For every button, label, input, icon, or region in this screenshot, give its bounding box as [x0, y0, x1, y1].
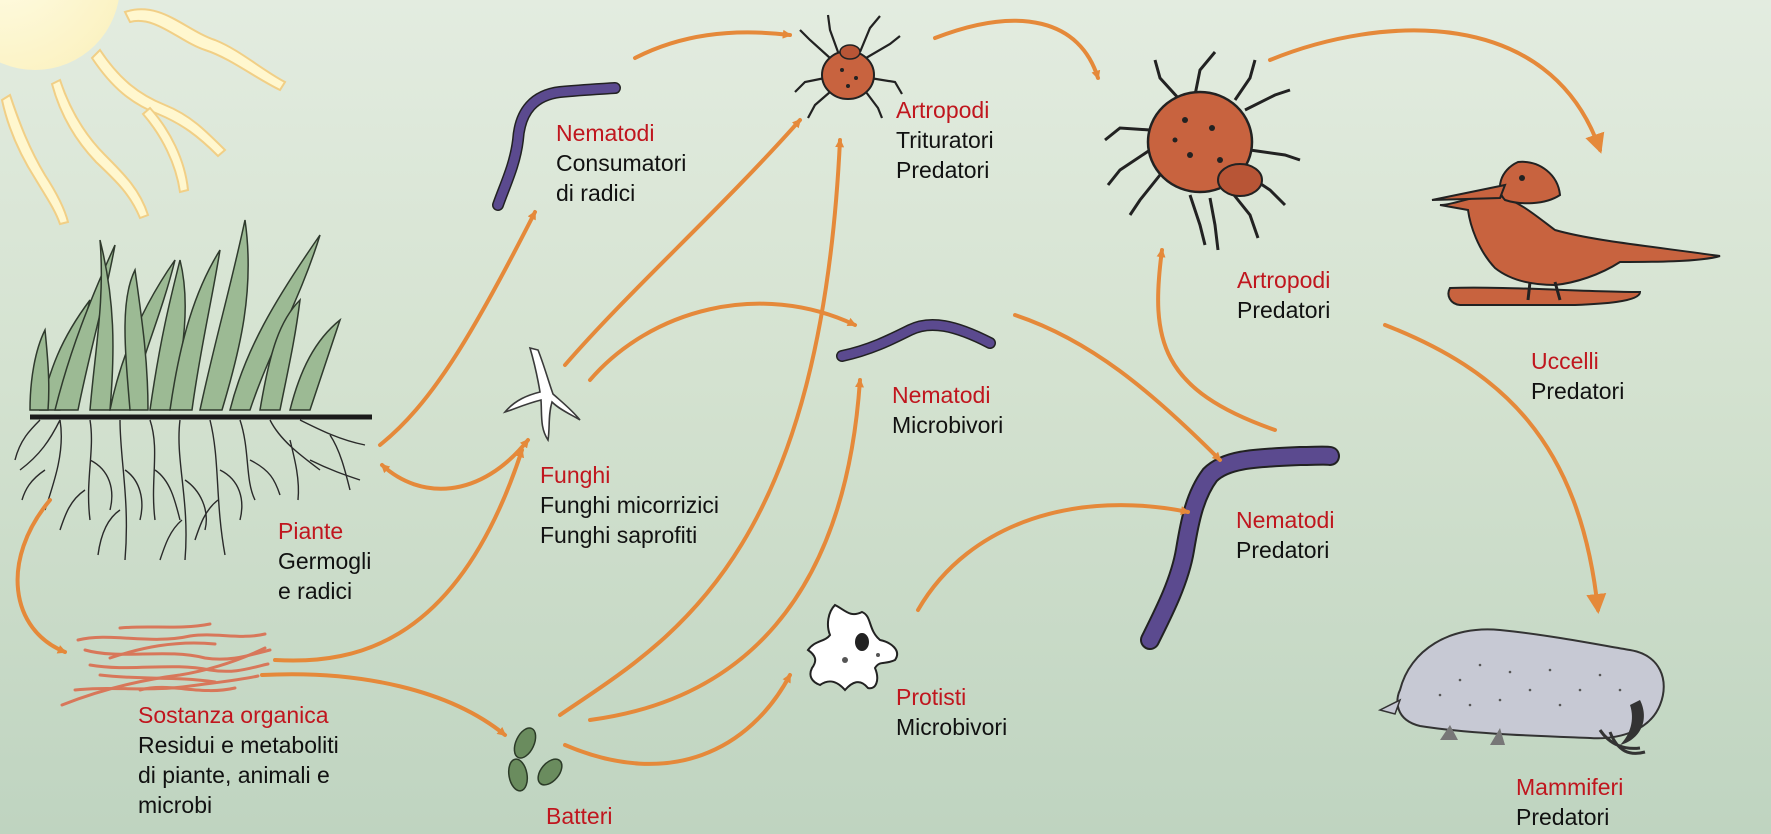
node-desc: Funghi micorrizici	[540, 490, 719, 520]
label-mammiferi: Mammiferi Predatori	[1516, 772, 1623, 832]
node-desc: Consumatori	[556, 148, 686, 178]
node-desc: Microbivori	[896, 712, 1007, 742]
node-desc: Germogli	[278, 546, 371, 576]
node-title: Nematodi	[1236, 505, 1334, 535]
arrow	[382, 440, 528, 489]
bacteria-icon	[506, 725, 566, 793]
node-title: Nematodi	[556, 118, 686, 148]
mite-icon	[795, 15, 902, 118]
node-desc: Predatori	[1531, 376, 1624, 406]
node-title: Nematodi	[892, 380, 1003, 410]
arrow	[935, 21, 1098, 78]
node-desc: Predatori	[1236, 535, 1334, 565]
bird-icon	[1432, 162, 1720, 305]
arrow	[918, 505, 1188, 610]
node-desc: Microbivori	[892, 410, 1003, 440]
node-title: Piante	[278, 516, 371, 546]
node-title: Funghi	[540, 460, 719, 490]
label-protisti: Protisti Microbivori	[896, 682, 1007, 742]
node-desc: Funghi saprofiti	[540, 520, 719, 550]
label-piante: Piante Germogli e radici	[278, 516, 371, 606]
node-desc: Trituratori	[896, 125, 994, 155]
arrow	[1270, 30, 1600, 150]
node-title: Protisti	[896, 682, 1007, 712]
mole-icon	[1380, 629, 1664, 753]
node-desc: microbi	[138, 790, 339, 820]
node-title: Batteri	[546, 801, 612, 831]
node-title: Artropodi	[1237, 265, 1330, 295]
node-title: Sostanza organica	[138, 700, 339, 730]
node-title: Mammiferi	[1516, 772, 1623, 802]
node-desc: Predatori	[896, 155, 994, 185]
organic-matter-icon	[62, 624, 270, 705]
node-desc: Predatori	[1516, 802, 1623, 832]
label-sostanza-organica: Sostanza organica Residui e metaboliti d…	[138, 700, 339, 820]
label-artropodi-predatori: Artropodi Predatori	[1237, 265, 1330, 325]
node-desc: di radici	[556, 178, 686, 208]
arrow	[18, 500, 65, 652]
amoeba-icon	[808, 605, 897, 690]
arrow	[635, 32, 790, 58]
node-desc: Predatori	[1237, 295, 1330, 325]
label-funghi: Funghi Funghi micorrizici Funghi saprofi…	[540, 460, 719, 550]
label-nematodi-radici: Nematodi Consumatori di radici	[556, 118, 686, 208]
node-title: Uccelli	[1531, 346, 1624, 376]
node-desc: Residui e metaboliti	[138, 730, 339, 760]
nematode-icon	[842, 325, 990, 356]
label-batteri: Batteri	[546, 801, 612, 831]
plants-roots-icon	[15, 220, 372, 560]
node-desc: di piante, animali e	[138, 760, 339, 790]
label-nematodi-predatori: Nematodi Predatori	[1236, 505, 1334, 565]
node-title: Artropodi	[896, 95, 994, 125]
sun-icon	[0, 0, 285, 224]
mite-icon	[1105, 52, 1300, 250]
label-uccelli: Uccelli Predatori	[1531, 346, 1624, 406]
label-artropodi-trituratori: Artropodi Trituratori Predatori	[896, 95, 994, 185]
label-nematodi-microbivori: Nematodi Microbivori	[892, 380, 1003, 440]
node-desc: e radici	[278, 576, 371, 606]
arrow	[1015, 315, 1220, 460]
